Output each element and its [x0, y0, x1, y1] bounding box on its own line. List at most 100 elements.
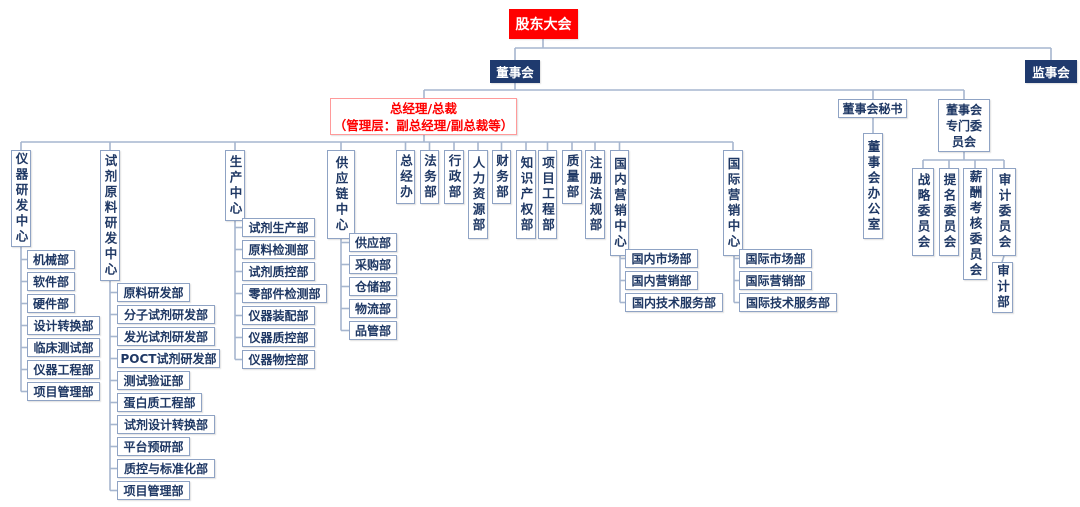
sub-department-box: 试剂设计转换部 [117, 415, 215, 434]
shareholders-label: 股东大会 [515, 17, 572, 33]
department-box: 国际营销中心 [723, 150, 743, 256]
department-box: 人力资源部 [468, 150, 488, 239]
sub-department-box: 物流部 [349, 299, 397, 318]
sub-department-box-label: 硬件部 [32, 297, 69, 311]
committee-box-label: 审计委员会 [996, 173, 1012, 251]
gm-subtitle: （管理层：副总经理/副总裁等） [333, 117, 514, 133]
sub-department-box-label: 零部件检测部 [248, 287, 321, 301]
sub-department-box-label: 国内营销部 [631, 274, 692, 288]
board-office-label: 董事会办公室 [865, 139, 881, 233]
sub-department-box-label: 仓储部 [354, 280, 391, 294]
supervisors-box: 监事会 [1025, 60, 1077, 83]
sub-department-box: 分子试剂研发部 [117, 305, 215, 324]
department-box-label: 国际营销中心 [725, 156, 741, 250]
sub-department-box: 国内技术服务部 [625, 293, 723, 312]
sub-department-box-label: 国际市场部 [745, 252, 806, 266]
sub-department-box-label: 软件部 [32, 275, 69, 289]
department-box-label: 知识产权部 [518, 155, 534, 234]
general-manager-box: 总经理/总裁 （管理层：副总经理/副总裁等） [330, 98, 517, 135]
department-box: 质量部 [562, 150, 582, 204]
sub-department-box-label: 平台预研部 [123, 440, 184, 454]
committee-box-label: 薪酬考核委员会 [967, 169, 983, 279]
sub-department-box: 设计转换部 [27, 316, 100, 335]
department-box-label: 总经办 [398, 153, 413, 201]
sub-department-box-label: 仪器工程部 [33, 363, 94, 377]
department-box-label: 仪器研发中心 [13, 152, 29, 245]
department-box-label: 质量部 [564, 153, 580, 201]
sub-department-box-label: 项目管理部 [33, 385, 94, 399]
sub-department-box: 采购部 [349, 255, 397, 274]
sub-department-box: 国内营销部 [625, 271, 698, 290]
department-box: 注册法规部 [585, 150, 605, 239]
department-box: 供应链中心 [327, 150, 355, 239]
department-box-label: 注册法规部 [587, 155, 603, 234]
sub-department-box-label: 质控与标准化部 [123, 462, 208, 476]
sub-department-box-label: 设计转换部 [33, 319, 94, 333]
department-box-label: 人力资源部 [470, 155, 486, 234]
sub-department-box-label: 国际技术服务部 [745, 296, 830, 310]
audit-dept-label: 审计部 [995, 264, 1010, 311]
sub-department-box-label: 仪器装配部 [248, 309, 309, 323]
sub-department-box-label: 国内市场部 [631, 252, 692, 266]
sub-department-box-label: 试剂设计转换部 [123, 418, 208, 432]
sub-department-box: 项目管理部 [117, 481, 190, 500]
board-office-box: 董事会办公室 [863, 133, 883, 239]
board-secretary-box: 董事会秘书 [838, 99, 907, 118]
sub-department-box: POCT试剂研发部 [117, 349, 220, 368]
sub-department-box-label: 蛋白质工程部 [123, 396, 196, 410]
sub-department-box-label: 国内技术服务部 [631, 296, 716, 310]
sub-department-box: 零部件检测部 [242, 284, 327, 303]
sub-department-box-label: 测试验证部 [123, 374, 184, 388]
audit-dept-box: 审计部 [992, 262, 1013, 313]
connector-line [1001, 255, 1005, 263]
sub-department-box-label: 发光试剂研发部 [123, 330, 208, 344]
sub-department-box: 发光试剂研发部 [117, 327, 215, 346]
sub-department-box: 测试验证部 [117, 371, 190, 390]
sub-department-box: 原料检测部 [242, 240, 315, 259]
sub-department-box-label: 国际营销部 [745, 274, 806, 288]
sub-department-box-label: 临床测试部 [33, 341, 94, 355]
sub-department-box: 软件部 [27, 272, 75, 291]
sub-department-box: 原料研发部 [117, 283, 190, 302]
sub-department-box-label: 物流部 [354, 302, 391, 316]
sub-department-box: 仓储部 [349, 277, 397, 296]
sub-department-box: 国际营销部 [739, 271, 812, 290]
board-label: 董事会 [496, 65, 534, 80]
sub-department-box-label: POCT试剂研发部 [120, 352, 217, 366]
sub-department-box: 仪器装配部 [242, 306, 315, 325]
sub-department-box-label: 采购部 [354, 258, 391, 272]
department-box-label: 行政部 [446, 153, 462, 201]
department-box: 法务部 [420, 150, 439, 204]
department-box-label: 法务部 [422, 153, 437, 201]
department-box: 生产中心 [225, 150, 245, 221]
board-box: 董事会 [490, 60, 540, 83]
committee-box: 审计委员会 [992, 168, 1016, 256]
committee-box: 提名委员会 [939, 168, 959, 256]
sub-department-box-label: 机械部 [32, 253, 69, 267]
department-box-label: 财务部 [494, 153, 509, 201]
board-committees-label: 董事会专门委员会 [945, 102, 982, 149]
sub-department-box: 平台预研部 [117, 437, 190, 456]
department-box-label: 供应链中心 [333, 155, 349, 234]
sub-department-box-label: 项目管理部 [123, 484, 184, 498]
sub-department-box-label: 仪器质控部 [248, 331, 309, 345]
department-box: 国内营销中心 [610, 150, 629, 256]
sub-department-box-label: 品管部 [354, 324, 391, 338]
sub-department-box: 国际市场部 [739, 249, 812, 268]
sub-department-box-label: 原料研发部 [123, 286, 184, 300]
sub-department-box: 质控与标准化部 [117, 459, 215, 478]
department-box: 项目工程部 [538, 150, 557, 239]
department-box: 财务部 [492, 150, 511, 204]
department-box: 知识产权部 [516, 150, 536, 239]
sub-department-box: 蛋白质工程部 [117, 393, 202, 412]
sub-department-box-label: 仪器物控部 [248, 353, 309, 367]
department-box: 试剂原料研发中心 [100, 150, 120, 281]
sub-department-box: 临床测试部 [27, 338, 100, 357]
sub-department-box: 国内市场部 [625, 249, 698, 268]
committee-box: 薪酬考核委员会 [963, 168, 987, 280]
sub-department-box: 仪器物控部 [242, 350, 315, 369]
department-box-label: 项目工程部 [540, 155, 555, 234]
sub-department-box: 机械部 [27, 250, 75, 269]
